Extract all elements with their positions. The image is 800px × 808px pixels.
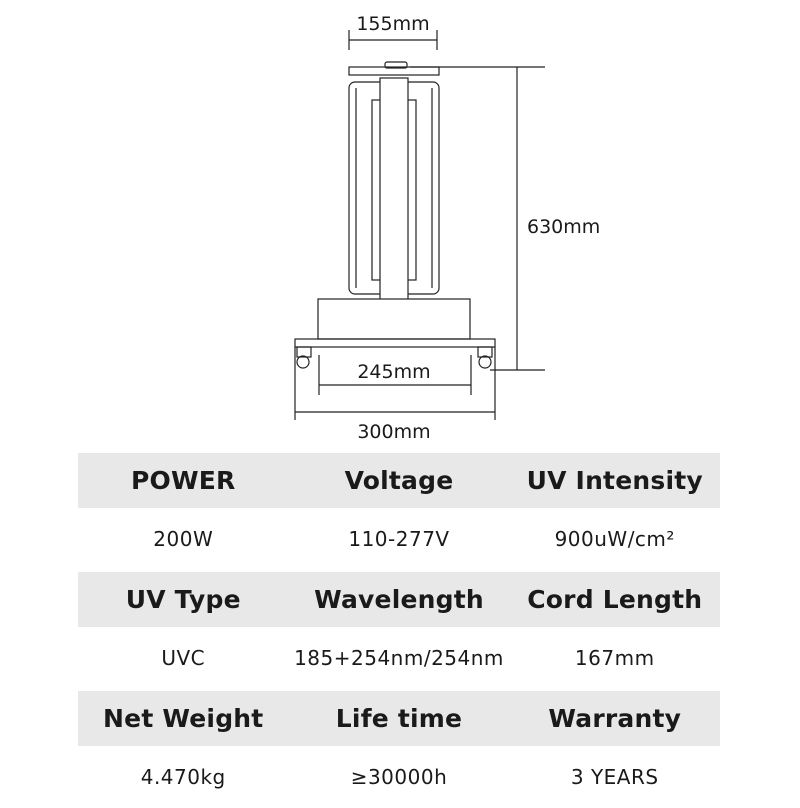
spec-header-row: POWER Voltage UV Intensity <box>78 453 720 508</box>
lamp-base-housing <box>317 298 471 340</box>
spec-value-wavelength: 185+254nm/254nm <box>294 646 504 670</box>
spec-value-life-time: ≥30000h <box>350 765 448 789</box>
spec-value-power: 200W <box>153 527 214 551</box>
wheel-left <box>296 355 310 369</box>
spec-header-life-time: Life time <box>335 704 463 733</box>
spec-header-row: UV Type Wavelength Cord Length <box>78 572 720 627</box>
spec-value-uv-intensity: 900uW/cm² <box>554 527 675 551</box>
spec-value-row: UVC 185+254nm/254nm 167mm <box>78 627 720 689</box>
spec-header-voltage: Voltage <box>344 466 454 495</box>
spec-value-cord-length: 167mm <box>574 646 655 670</box>
spec-value-row: 4.470kg ≥30000h 3 YEARS <box>78 746 720 808</box>
lamp-top-plate <box>348 66 440 76</box>
base-width-label: 300mm <box>357 421 430 443</box>
lamp-base-plate <box>294 338 496 348</box>
wheel-right <box>478 355 492 369</box>
lamp-dimension-diagram: 155mm 630mm 245mm 300mm <box>294 13 600 443</box>
spec-header-row: Net Weight Life time Warranty <box>78 691 720 746</box>
spec-header-wavelength: Wavelength <box>314 585 484 614</box>
spec-value-warranty: 3 YEARS <box>570 765 659 789</box>
spec-header-cord-length: Cord Length <box>527 585 703 614</box>
spec-value-uv-type: UVC <box>161 646 206 670</box>
spec-header-uv-intensity: UV Intensity <box>526 466 703 495</box>
spec-value-net-weight: 4.470kg <box>140 765 226 789</box>
top-width-label: 155mm <box>356 13 429 35</box>
spec-value-voltage: 110-277V <box>348 527 450 551</box>
spec-table: POWER Voltage UV Intensity 200W 110-277V… <box>78 453 720 808</box>
spec-header-net-weight: Net Weight <box>103 704 264 733</box>
inner-base-label: 245mm <box>357 361 430 383</box>
wheel-bracket-right <box>477 346 493 358</box>
lamp-column <box>379 77 409 301</box>
lamp-handle <box>384 61 408 69</box>
spec-header-power: POWER <box>131 466 236 495</box>
spec-value-row: 200W 110-277V 900uW/cm² <box>78 508 720 570</box>
height-label: 630mm <box>527 216 600 238</box>
spec-header-uv-type: UV Type <box>125 585 241 614</box>
wheel-bracket-left <box>296 346 312 358</box>
spec-header-warranty: Warranty <box>548 704 682 733</box>
